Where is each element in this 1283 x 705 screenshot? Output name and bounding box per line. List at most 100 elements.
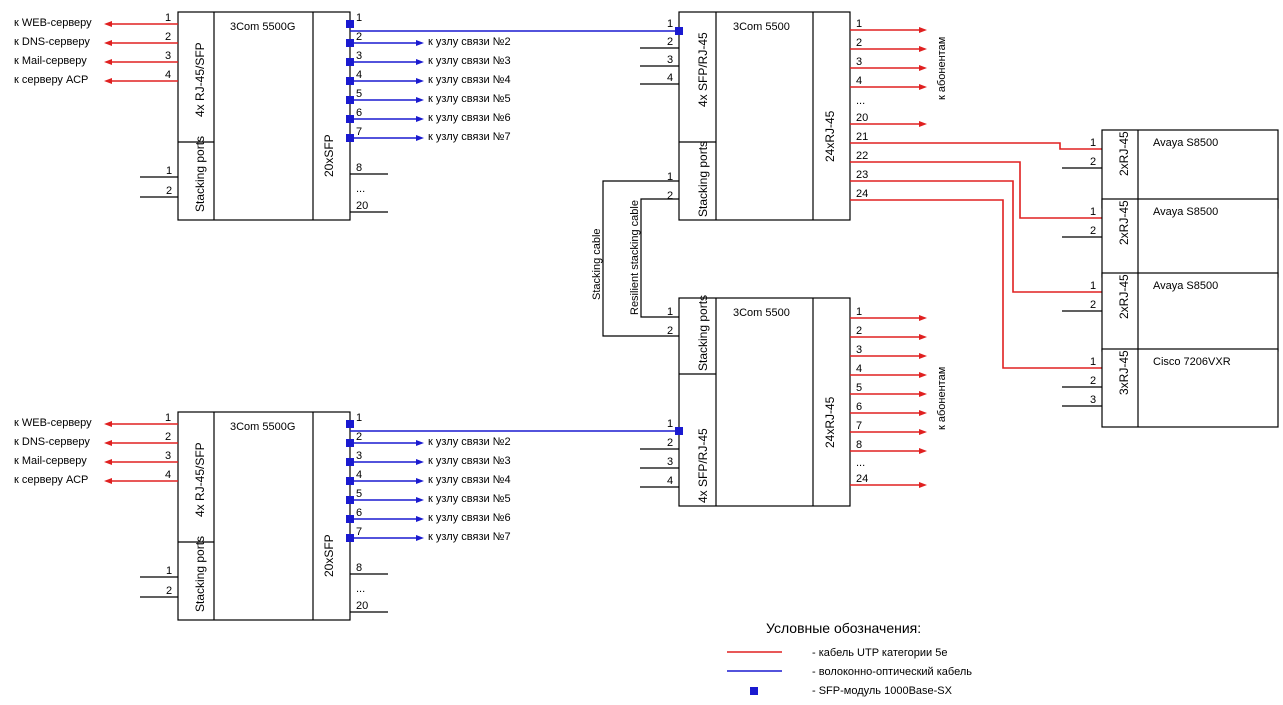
device-3 bbox=[1101, 348, 1279, 428]
port-number: 1 bbox=[1090, 206, 1096, 218]
port-number: 3 bbox=[856, 344, 862, 356]
switch-title: 3Com 5500 bbox=[733, 307, 790, 319]
port-number: 2 bbox=[1090, 375, 1096, 387]
port-number: 4 bbox=[856, 75, 862, 87]
port-number: 8 bbox=[856, 439, 862, 451]
node-label: к узлу связи №6 bbox=[428, 512, 511, 524]
arrow-right-icon bbox=[919, 448, 927, 454]
ellipsis: ... bbox=[856, 457, 865, 469]
subscriber-label: к абонентам bbox=[936, 367, 948, 430]
port-number: 2 bbox=[166, 585, 172, 597]
stacking-ports-label: Stacking ports bbox=[193, 136, 207, 212]
legend-item: - SFP-модуль 1000Base-SX bbox=[812, 685, 953, 697]
server-label: к WEB-серверу bbox=[14, 417, 92, 429]
arrow-right-icon bbox=[919, 410, 927, 416]
port-number: 4 bbox=[356, 69, 362, 81]
device-name: Avaya S8500 bbox=[1153, 280, 1218, 292]
device-ports-label: 2xRJ-45 bbox=[1117, 200, 1131, 245]
port-number: 1 bbox=[856, 306, 862, 318]
port-group-label: 24xRJ-45 bbox=[823, 110, 837, 162]
sfp-module-icon bbox=[346, 20, 354, 28]
port-number: 4 bbox=[667, 72, 673, 84]
arrow-left-icon bbox=[104, 78, 112, 84]
port-number: 1 bbox=[856, 18, 862, 30]
arrow-left-icon bbox=[104, 478, 112, 484]
arrow-right-icon bbox=[416, 440, 424, 446]
arrow-left-icon bbox=[104, 421, 112, 427]
port-number: 2 bbox=[856, 37, 862, 49]
utp-wire bbox=[850, 142, 1102, 150]
port-number: 3 bbox=[667, 456, 673, 468]
stacking-ports-label: Stacking ports bbox=[696, 141, 710, 217]
port-number: 2 bbox=[165, 431, 171, 443]
stacking-ports-label: Stacking ports bbox=[696, 295, 710, 371]
arrow-right-icon bbox=[919, 482, 927, 488]
port-number: 3 bbox=[165, 50, 171, 62]
arrow-right-icon bbox=[416, 516, 424, 522]
legend-title: Условные обозначения: bbox=[766, 620, 921, 636]
port-number: 3 bbox=[356, 450, 362, 462]
arrow-right-icon bbox=[416, 59, 424, 65]
port-number: 3 bbox=[856, 56, 862, 68]
arrow-right-icon bbox=[919, 65, 927, 71]
switch-title: 3Com 5500G bbox=[230, 21, 295, 33]
node-label: к узлу связи №2 bbox=[428, 36, 511, 48]
port-number: 5 bbox=[356, 88, 362, 100]
arrow-right-icon bbox=[416, 135, 424, 141]
arrow-left-icon bbox=[104, 59, 112, 65]
server-label: к серверу АСР bbox=[14, 74, 88, 86]
port-number: 7 bbox=[356, 526, 362, 538]
device-ports-label: 3xRJ-45 bbox=[1117, 350, 1131, 395]
device-name: Avaya S8500 bbox=[1153, 137, 1218, 149]
device-1 bbox=[1101, 198, 1279, 278]
port-group-label: 4x RJ-45/SFP bbox=[193, 442, 207, 517]
port-number: 1 bbox=[667, 18, 673, 30]
sfp-module-icon bbox=[346, 420, 354, 428]
switch-top-right bbox=[678, 11, 851, 221]
device-2 bbox=[1101, 272, 1279, 352]
port-number: 1 bbox=[1090, 280, 1096, 292]
port-group-label: 20xSFP bbox=[322, 534, 336, 577]
arrow-right-icon bbox=[919, 334, 927, 340]
port-number: 3 bbox=[165, 450, 171, 462]
port-number: 3 bbox=[1090, 394, 1096, 406]
port-number: 1 bbox=[356, 412, 362, 424]
arrow-right-icon bbox=[919, 121, 927, 127]
device-ports-label: 2xRJ-45 bbox=[1117, 131, 1131, 176]
arrow-right-icon bbox=[919, 27, 927, 33]
server-label: к DNS-серверу bbox=[14, 36, 90, 48]
switch-bottom-right bbox=[678, 297, 851, 507]
sfp-module-icon bbox=[750, 687, 758, 695]
port-number: 20 bbox=[856, 112, 868, 124]
port-number: 24 bbox=[856, 473, 868, 485]
port-number: 1 bbox=[667, 306, 673, 318]
port-number: 2 bbox=[1090, 156, 1096, 168]
port-number: 2 bbox=[667, 36, 673, 48]
stacking-ports-label: Stacking ports bbox=[193, 536, 207, 612]
port-number: 2 bbox=[356, 431, 362, 443]
stacking-cable bbox=[602, 180, 679, 337]
resilient-stacking-cable bbox=[640, 198, 679, 318]
arrow-right-icon bbox=[919, 84, 927, 90]
legend-item: - волоконно-оптический кабель bbox=[812, 666, 972, 678]
node-label: к узлу связи №2 bbox=[428, 436, 511, 448]
server-label: к Mail-серверу bbox=[14, 55, 87, 67]
node-label: к узлу связи №4 bbox=[428, 74, 511, 86]
sfp-module-icon bbox=[675, 427, 683, 435]
ellipsis: ... bbox=[356, 583, 365, 595]
sfp-module-icon bbox=[675, 27, 683, 35]
port-number: 2 bbox=[165, 31, 171, 43]
node-label: к узлу связи №4 bbox=[428, 474, 511, 486]
arrow-right-icon bbox=[416, 97, 424, 103]
port-number: 2 bbox=[356, 31, 362, 43]
device-0 bbox=[1101, 129, 1279, 209]
arrow-right-icon bbox=[919, 46, 927, 52]
port-number: 2 bbox=[166, 185, 172, 197]
server-label: к DNS-серверу bbox=[14, 436, 90, 448]
arrow-right-icon bbox=[416, 116, 424, 122]
arrow-right-icon bbox=[919, 315, 927, 321]
port-number: 1 bbox=[166, 165, 172, 177]
arrow-right-icon bbox=[416, 497, 424, 503]
port-number: 2 bbox=[667, 190, 673, 202]
stacking-cable-label: Stacking cable bbox=[591, 228, 603, 300]
